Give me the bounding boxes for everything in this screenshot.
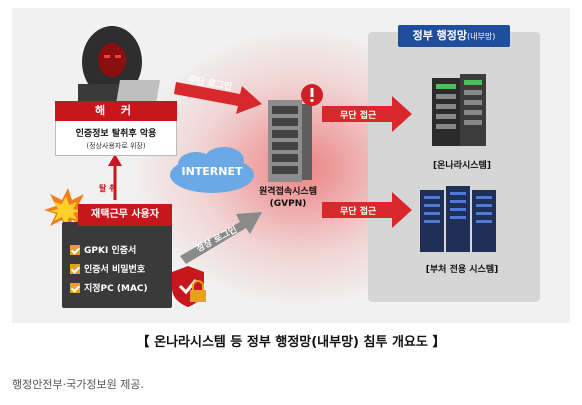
- gvpn-server-icon: [268, 100, 312, 182]
- unauthorized-access-label-2: 무단 접근: [340, 207, 377, 217]
- onnara-system-label: [온나라시스템]: [433, 161, 491, 171]
- check-icon: [70, 282, 80, 293]
- image-credit: 행정안전부·국가정보원 제공.: [12, 378, 144, 391]
- unauthorized-login-arrow: [174, 82, 262, 114]
- unauthorized-access-label-1: 무단 접근: [340, 111, 377, 121]
- worker-item-label: 지정PC (MAC): [84, 284, 148, 294]
- hacker-title: 해 커: [55, 101, 177, 121]
- worker-item: GPKI 인증서: [70, 240, 172, 259]
- dept-system-label: [부처 전용 시스템]: [425, 265, 499, 275]
- worker-item-label: GPKI 인증서: [84, 246, 137, 256]
- shield-lock-icon: [172, 266, 206, 307]
- gov-network-title: 정부 행정망(내부망): [398, 25, 510, 47]
- alert-icon: [301, 84, 323, 106]
- hacker-desc: 인증정보 탈취후 악용: [75, 129, 157, 139]
- worker-item-label: 인증서 비밀번호: [84, 265, 146, 275]
- dept-server-icon: [420, 186, 496, 252]
- internet-label: INTERNET: [181, 165, 243, 178]
- hacker-subdesc: (정상사용자로 위장): [86, 142, 146, 150]
- gvpn-name: 원격접속시스템: [259, 187, 317, 197]
- steal-arrow: [108, 154, 122, 200]
- worker-credentials-box: GPKI 인증서 인증서 비밀번호 지정PC (MAC): [62, 222, 172, 308]
- onnara-server-icon: [432, 74, 486, 146]
- worker-title: 재택근무 사용자: [78, 204, 172, 226]
- internet-cloud-icon: [170, 147, 254, 193]
- diagram-caption: 【 온나라시스템 등 정부 행정망(내부망) 침투 개요도 】: [136, 335, 446, 350]
- worker-item: 지정PC (MAC): [70, 278, 172, 297]
- gov-network-box: [368, 32, 540, 302]
- unauthorized-access-arrow-2: [322, 192, 412, 228]
- steal-label: 탈 취: [99, 184, 117, 193]
- unauthorized-access-arrow-1: [322, 96, 412, 132]
- check-icon: [70, 244, 80, 255]
- gvpn-label: 원격접속시스템 (GVPN): [238, 186, 338, 210]
- check-icon: [70, 263, 80, 274]
- normal-login-arrow: [180, 212, 262, 264]
- gov-network-title-text: 정부 행정망: [412, 29, 468, 42]
- hacker-icon: [78, 26, 160, 106]
- gov-network-subtitle: (내부망): [467, 32, 496, 41]
- worker-item: 인증서 비밀번호: [70, 259, 172, 278]
- gvpn-code: (GVPN): [269, 199, 307, 209]
